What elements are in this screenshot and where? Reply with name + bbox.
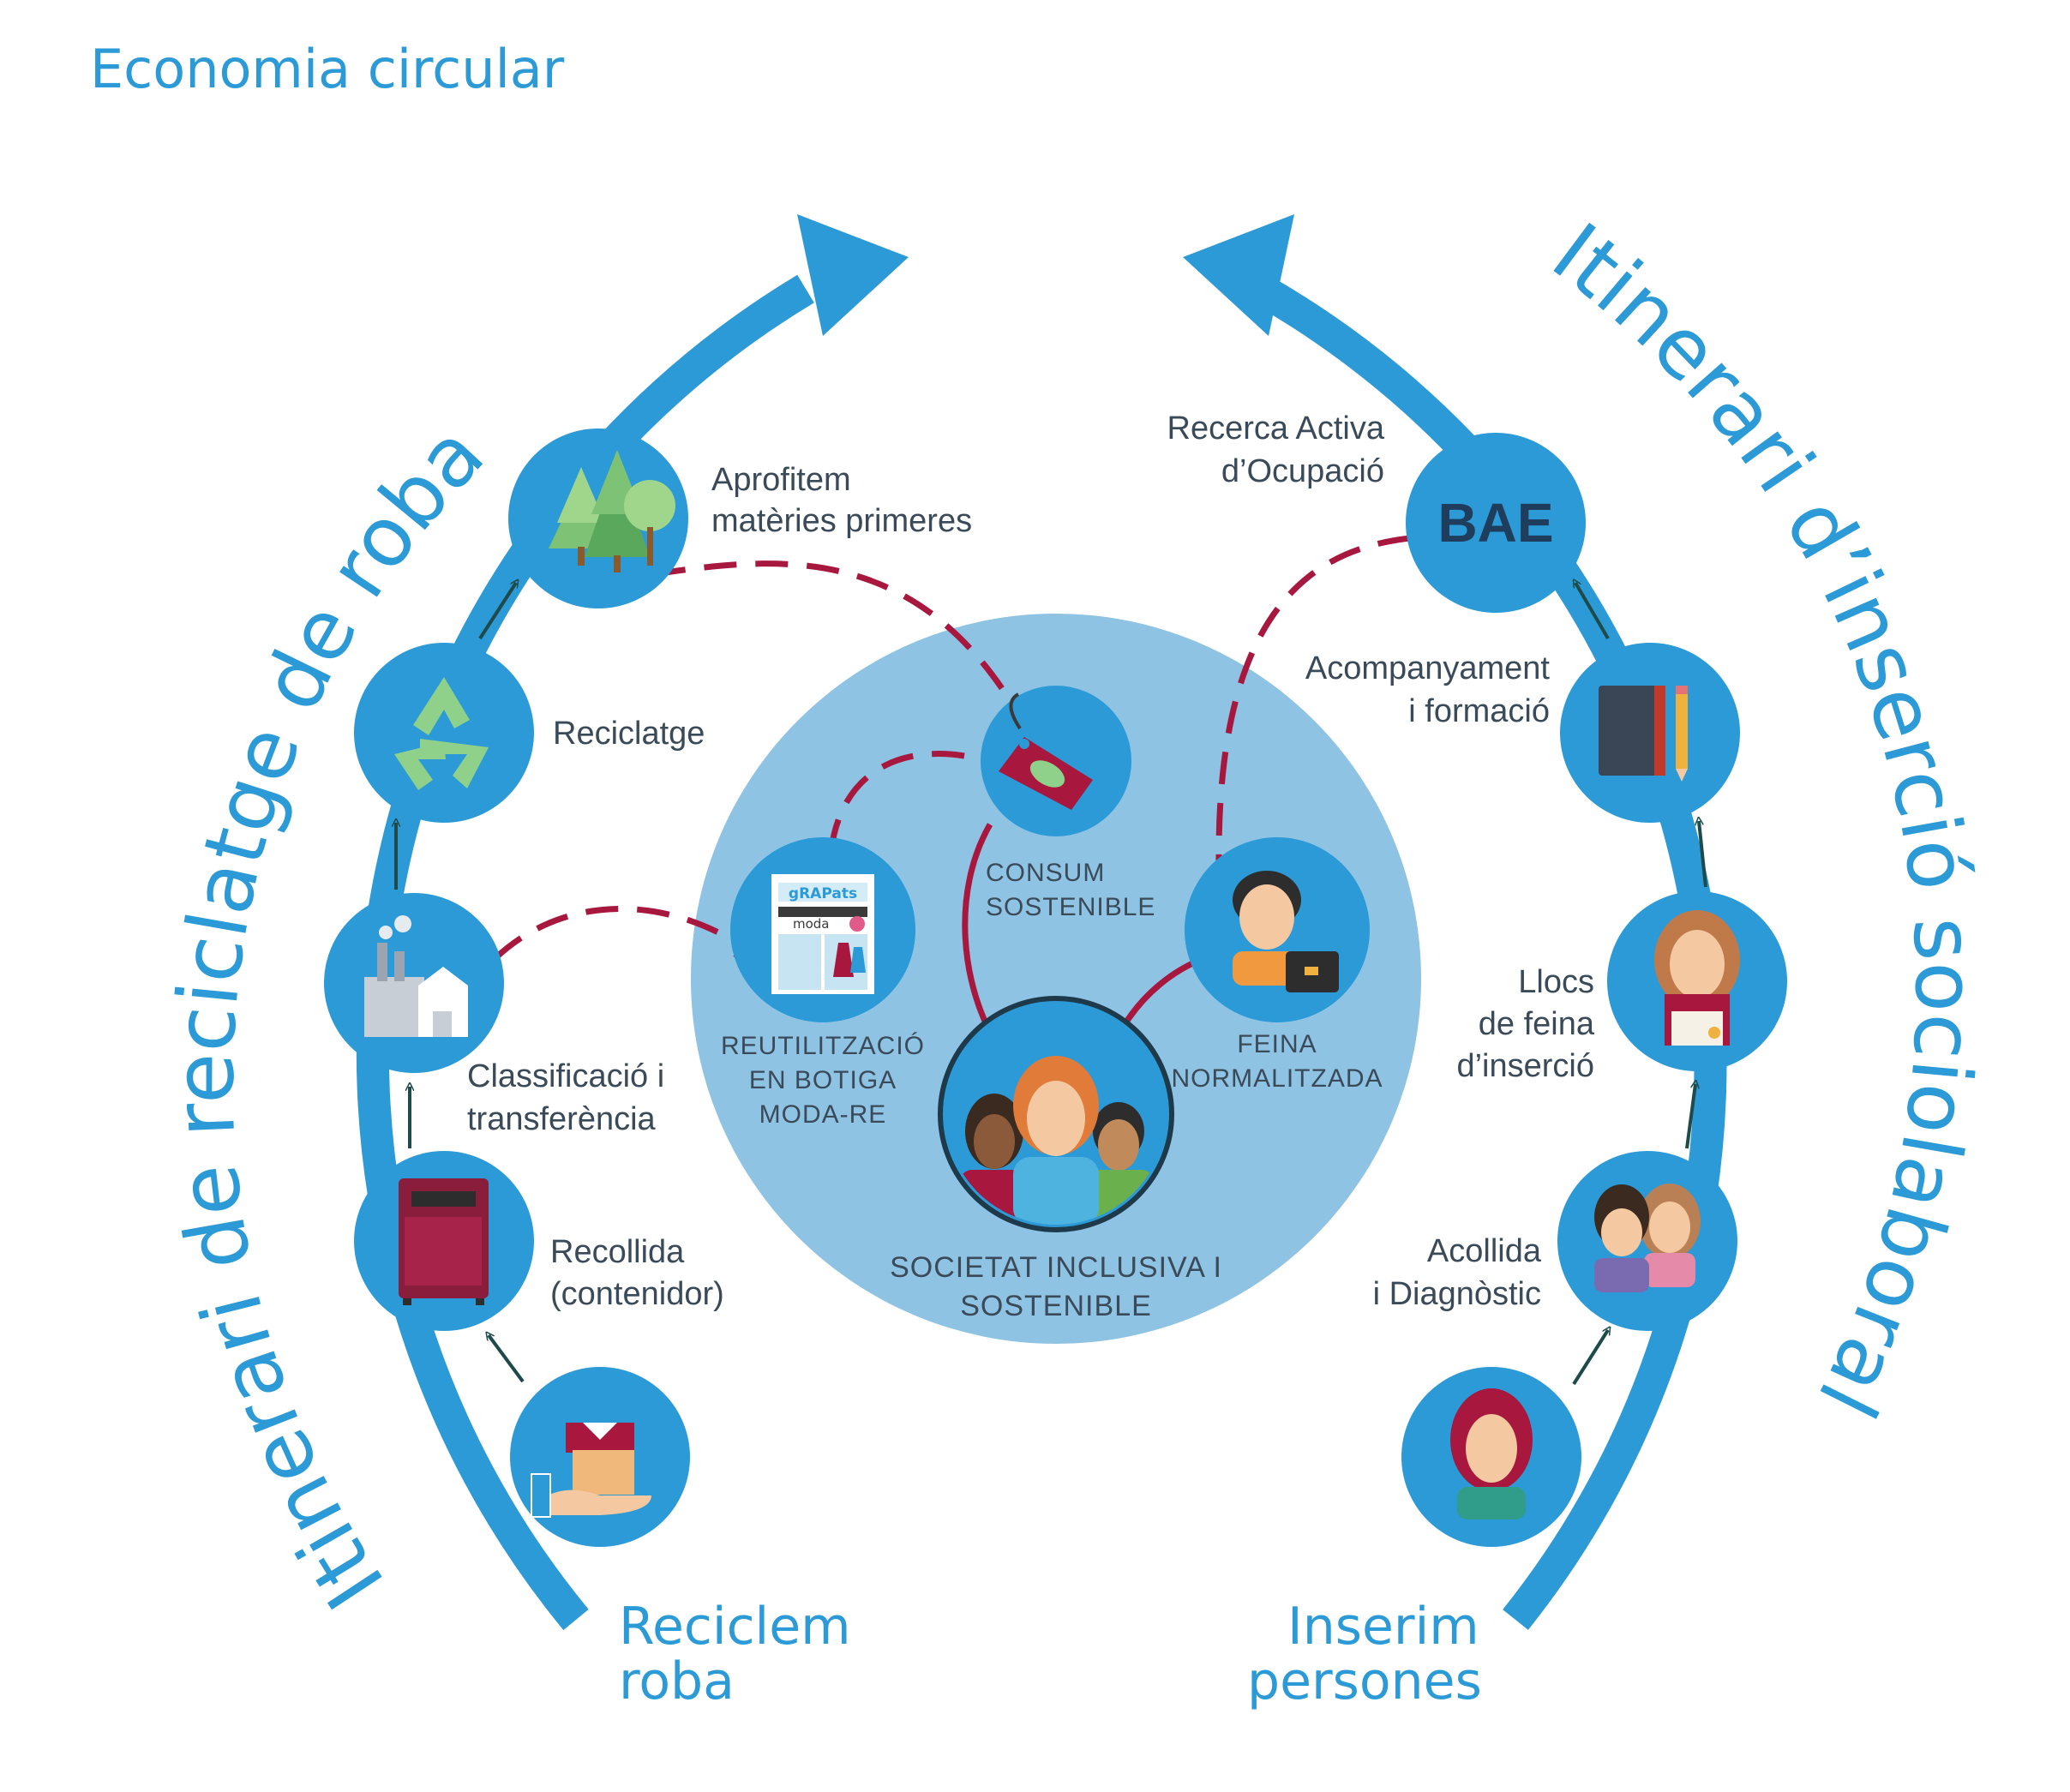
- sustainable-consumption-node: [981, 686, 1131, 836]
- notebook-pencil-icon: [1599, 686, 1688, 782]
- label-classificacio-2: transferència: [467, 1101, 657, 1137]
- container-icon: [399, 1178, 489, 1305]
- recycling-node: [354, 643, 534, 823]
- raw-materials-node: [508, 429, 688, 608]
- reception-node: [1557, 1151, 1737, 1331]
- recycle-icon: [394, 677, 489, 790]
- label-llocs-3: d’inserció: [1456, 1048, 1594, 1084]
- dashed-classif-to-shop: [493, 906, 739, 961]
- factory-icon: [364, 915, 468, 1037]
- collection-node: [354, 1151, 534, 1331]
- donation-node: [510, 1367, 690, 1547]
- right-arc-arrowhead: [1183, 214, 1294, 336]
- trees-icon: [549, 450, 675, 572]
- label-reciclatge: Reciclatge: [553, 716, 705, 752]
- label-consum-1: CONSUM: [986, 859, 1105, 887]
- two-people-icon: [1594, 1184, 1701, 1292]
- workplace-node: [1607, 891, 1787, 1071]
- left-arc-arrowhead: [797, 214, 909, 336]
- bae-text: BAE: [1437, 492, 1553, 554]
- label-reutilitzacio-1: REUTILITZACIÓ: [721, 1032, 925, 1060]
- label-recollida-2: (contenidor): [550, 1276, 724, 1312]
- label-recerca-2: d’Ocupació: [1221, 453, 1384, 489]
- label-recerca-1: Recerca Activa: [1167, 411, 1385, 447]
- label-aprofitem-1: Aprofitem: [711, 462, 851, 498]
- bottom-right-line1: Inserim: [1287, 1597, 1479, 1657]
- woman-icon: [1450, 1388, 1533, 1519]
- label-aprofitem-2: matèries primeres: [711, 503, 972, 539]
- label-acompanyament-2: i formació: [1408, 693, 1550, 729]
- shop-brand: moda: [793, 916, 830, 932]
- label-consum-2: SOSTENIBLE: [986, 893, 1155, 921]
- label-llocs-2: de feina: [1479, 1006, 1595, 1042]
- label-societat-2: SOSTENIBLE: [960, 1290, 1152, 1322]
- bae-node: BAE: [1406, 433, 1586, 613]
- label-classificacio-1: Classificació i: [467, 1058, 664, 1094]
- price-tag-icon: [999, 692, 1093, 810]
- label-recollida-1: Recollida: [550, 1234, 685, 1270]
- label-societat-1: SOCIETAT INCLUSIVA I: [890, 1251, 1222, 1284]
- group-people-icon: [960, 1056, 1154, 1225]
- right-chain-arrows: [1572, 583, 1707, 1386]
- label-acollida-1: Acollida: [1427, 1233, 1542, 1269]
- center-disc: [691, 614, 1421, 1344]
- bottom-left-line1: Reciclem: [619, 1597, 851, 1657]
- normal-job-node: [1185, 837, 1370, 1022]
- shop-icon: gRAPats moda: [771, 874, 874, 994]
- training-node: [1560, 643, 1740, 823]
- businessman-icon: [1233, 871, 1339, 992]
- label-acollida-2: i Diagnòstic: [1373, 1276, 1541, 1312]
- bottom-right-line2: persones: [1247, 1651, 1482, 1711]
- page-title: Economia circular: [90, 38, 565, 100]
- label-feina-1: FEINA: [1237, 1030, 1317, 1058]
- label-reutilitzacio-3: MODA-RE: [759, 1100, 887, 1129]
- donation-box-icon: [531, 1423, 651, 1518]
- label-llocs-1: Llocs: [1518, 964, 1594, 1000]
- reuse-shop-node: gRAPats moda: [730, 837, 915, 1022]
- inclusive-society-node: [938, 996, 1174, 1232]
- person-node: [1401, 1367, 1581, 1547]
- graduate-icon: [1654, 910, 1740, 1046]
- label-reutilitzacio-2: EN BOTIGA: [749, 1066, 897, 1094]
- bottom-left-line2: roba: [619, 1651, 735, 1711]
- shop-sign: gRAPats: [789, 885, 857, 902]
- left-chain-arrows: [396, 583, 525, 1383]
- label-feina-2: NORMALITZADA: [1171, 1064, 1383, 1093]
- label-acompanyament-1: Acompanyament: [1305, 650, 1551, 686]
- sorting-node: [324, 893, 504, 1073]
